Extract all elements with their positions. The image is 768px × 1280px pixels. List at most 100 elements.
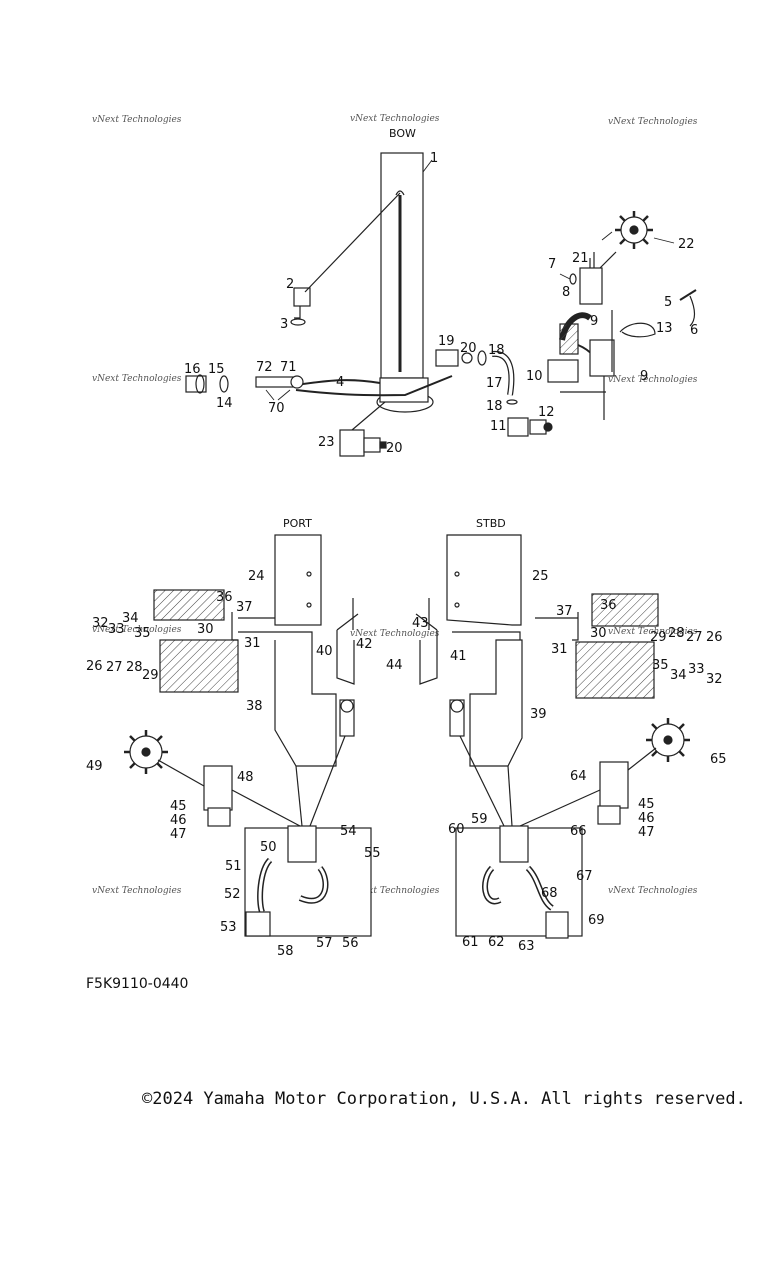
callout: 71 (280, 360, 297, 375)
watermark: vNext Technologies (608, 117, 698, 127)
callout: 39 (530, 707, 547, 722)
callout: 70 (268, 401, 285, 416)
callout: 69 (588, 913, 605, 928)
callout: 72 (256, 360, 273, 375)
bow-assembly (185, 152, 697, 457)
callout: 32 (706, 672, 723, 687)
callout: 20 (460, 341, 477, 356)
callout: 24 (248, 569, 265, 584)
callout: 17 (486, 376, 503, 391)
callout: 66 (570, 824, 587, 839)
callout: 58 (277, 944, 294, 959)
callout: 34 (122, 611, 139, 626)
watermark: vNext Technologies (350, 114, 440, 124)
callout: 45 (170, 799, 187, 814)
callout: 21 (572, 251, 589, 266)
callout: 31 (244, 636, 261, 651)
callout: 46 (170, 813, 187, 828)
callout: 59 (471, 812, 488, 827)
caption-stbd: STBD (476, 517, 506, 530)
callout: 56 (342, 936, 359, 951)
watermark: vNext Technologies (92, 115, 182, 125)
callout: 7 (548, 257, 556, 272)
callout: 38 (246, 699, 263, 714)
callout: 12 (538, 405, 555, 420)
callout: 52 (224, 887, 241, 902)
callout: 57 (316, 936, 333, 951)
callout: 62 (488, 935, 505, 950)
callout: 29 (650, 630, 667, 645)
callout: 26 (86, 659, 103, 674)
callout: 36 (600, 598, 617, 613)
callout: 9 (590, 314, 598, 329)
caption-bow: BOW (389, 127, 416, 140)
callout: 36 (216, 590, 233, 605)
watermark: vNext Technologies (350, 629, 440, 639)
callout: 18 (486, 399, 503, 414)
top-leaders (265, 159, 675, 401)
callout: 23 (318, 435, 335, 450)
callout: 43 (412, 616, 429, 631)
callout: 35 (652, 658, 669, 673)
callout: 47 (638, 825, 655, 840)
callout: 63 (518, 939, 535, 954)
watermark: vNext Technologies (608, 375, 698, 385)
bilge-column (380, 152, 424, 379)
callout: 1 (430, 151, 438, 166)
callout: 8 (562, 285, 570, 300)
callout: 22 (678, 237, 695, 252)
callout: 61 (462, 935, 479, 950)
callout: 64 (570, 769, 587, 784)
watermark: vNext Technologies (92, 374, 182, 384)
callout: 51 (225, 859, 242, 874)
callout: 5 (664, 295, 672, 310)
callout: 27 (106, 660, 123, 675)
watermark: vNext Technologies (92, 625, 182, 635)
callout: 14 (216, 396, 233, 411)
watermark: vNext Technologies (350, 886, 440, 896)
callout: 28 (126, 660, 143, 675)
callout: 32 (92, 616, 109, 631)
callout: 45 (638, 797, 655, 812)
callout: 55 (364, 846, 381, 861)
callout: 40 (316, 644, 333, 659)
callout: 54 (340, 824, 357, 839)
callout: 29 (142, 668, 159, 683)
copyright-notice: ©2024 Yamaha Motor Corporation, U.S.A. A… (142, 1089, 746, 1109)
callout: 60 (448, 822, 465, 837)
callout: 46 (638, 811, 655, 826)
watermark: vNext Technologies (608, 627, 698, 637)
callout: 33 (108, 622, 125, 637)
callout: 27 (686, 630, 703, 645)
callout: 28 (668, 626, 685, 641)
port-stbd-assembly (124, 534, 690, 939)
callout: 26 (706, 630, 723, 645)
callout: 42 (356, 637, 373, 652)
callout: 2 (286, 277, 294, 292)
watermark: vNext Technologies (608, 886, 698, 896)
callout: 25 (532, 569, 549, 584)
callout: 13 (656, 321, 673, 336)
callout: 31 (551, 642, 568, 657)
callout: 49 (86, 759, 103, 774)
callout: 30 (590, 626, 607, 641)
figure-code: F5K9110-0440 (86, 976, 189, 992)
callout: 68 (541, 886, 558, 901)
watermarks: vNext Technologies vNext Technologies vN… (92, 114, 698, 896)
callout: 16 (184, 362, 201, 377)
callout: 4 (336, 375, 344, 390)
callout: 3 (280, 317, 288, 332)
callout: 18 (488, 343, 505, 358)
callout: 30 (197, 622, 214, 637)
callout: 67 (576, 869, 593, 884)
callout: 9 (640, 369, 648, 384)
callout: 33 (688, 662, 705, 677)
callout: 41 (450, 649, 467, 664)
callout: 50 (260, 840, 277, 855)
callout: 6 (690, 323, 698, 338)
callouts: 1 2 3 4 5 6 7 8 9 9 10 11 12 13 14 15 16… (86, 151, 727, 959)
callout: 48 (237, 770, 254, 785)
callout: 19 (438, 334, 455, 349)
callout: 37 (236, 600, 253, 615)
